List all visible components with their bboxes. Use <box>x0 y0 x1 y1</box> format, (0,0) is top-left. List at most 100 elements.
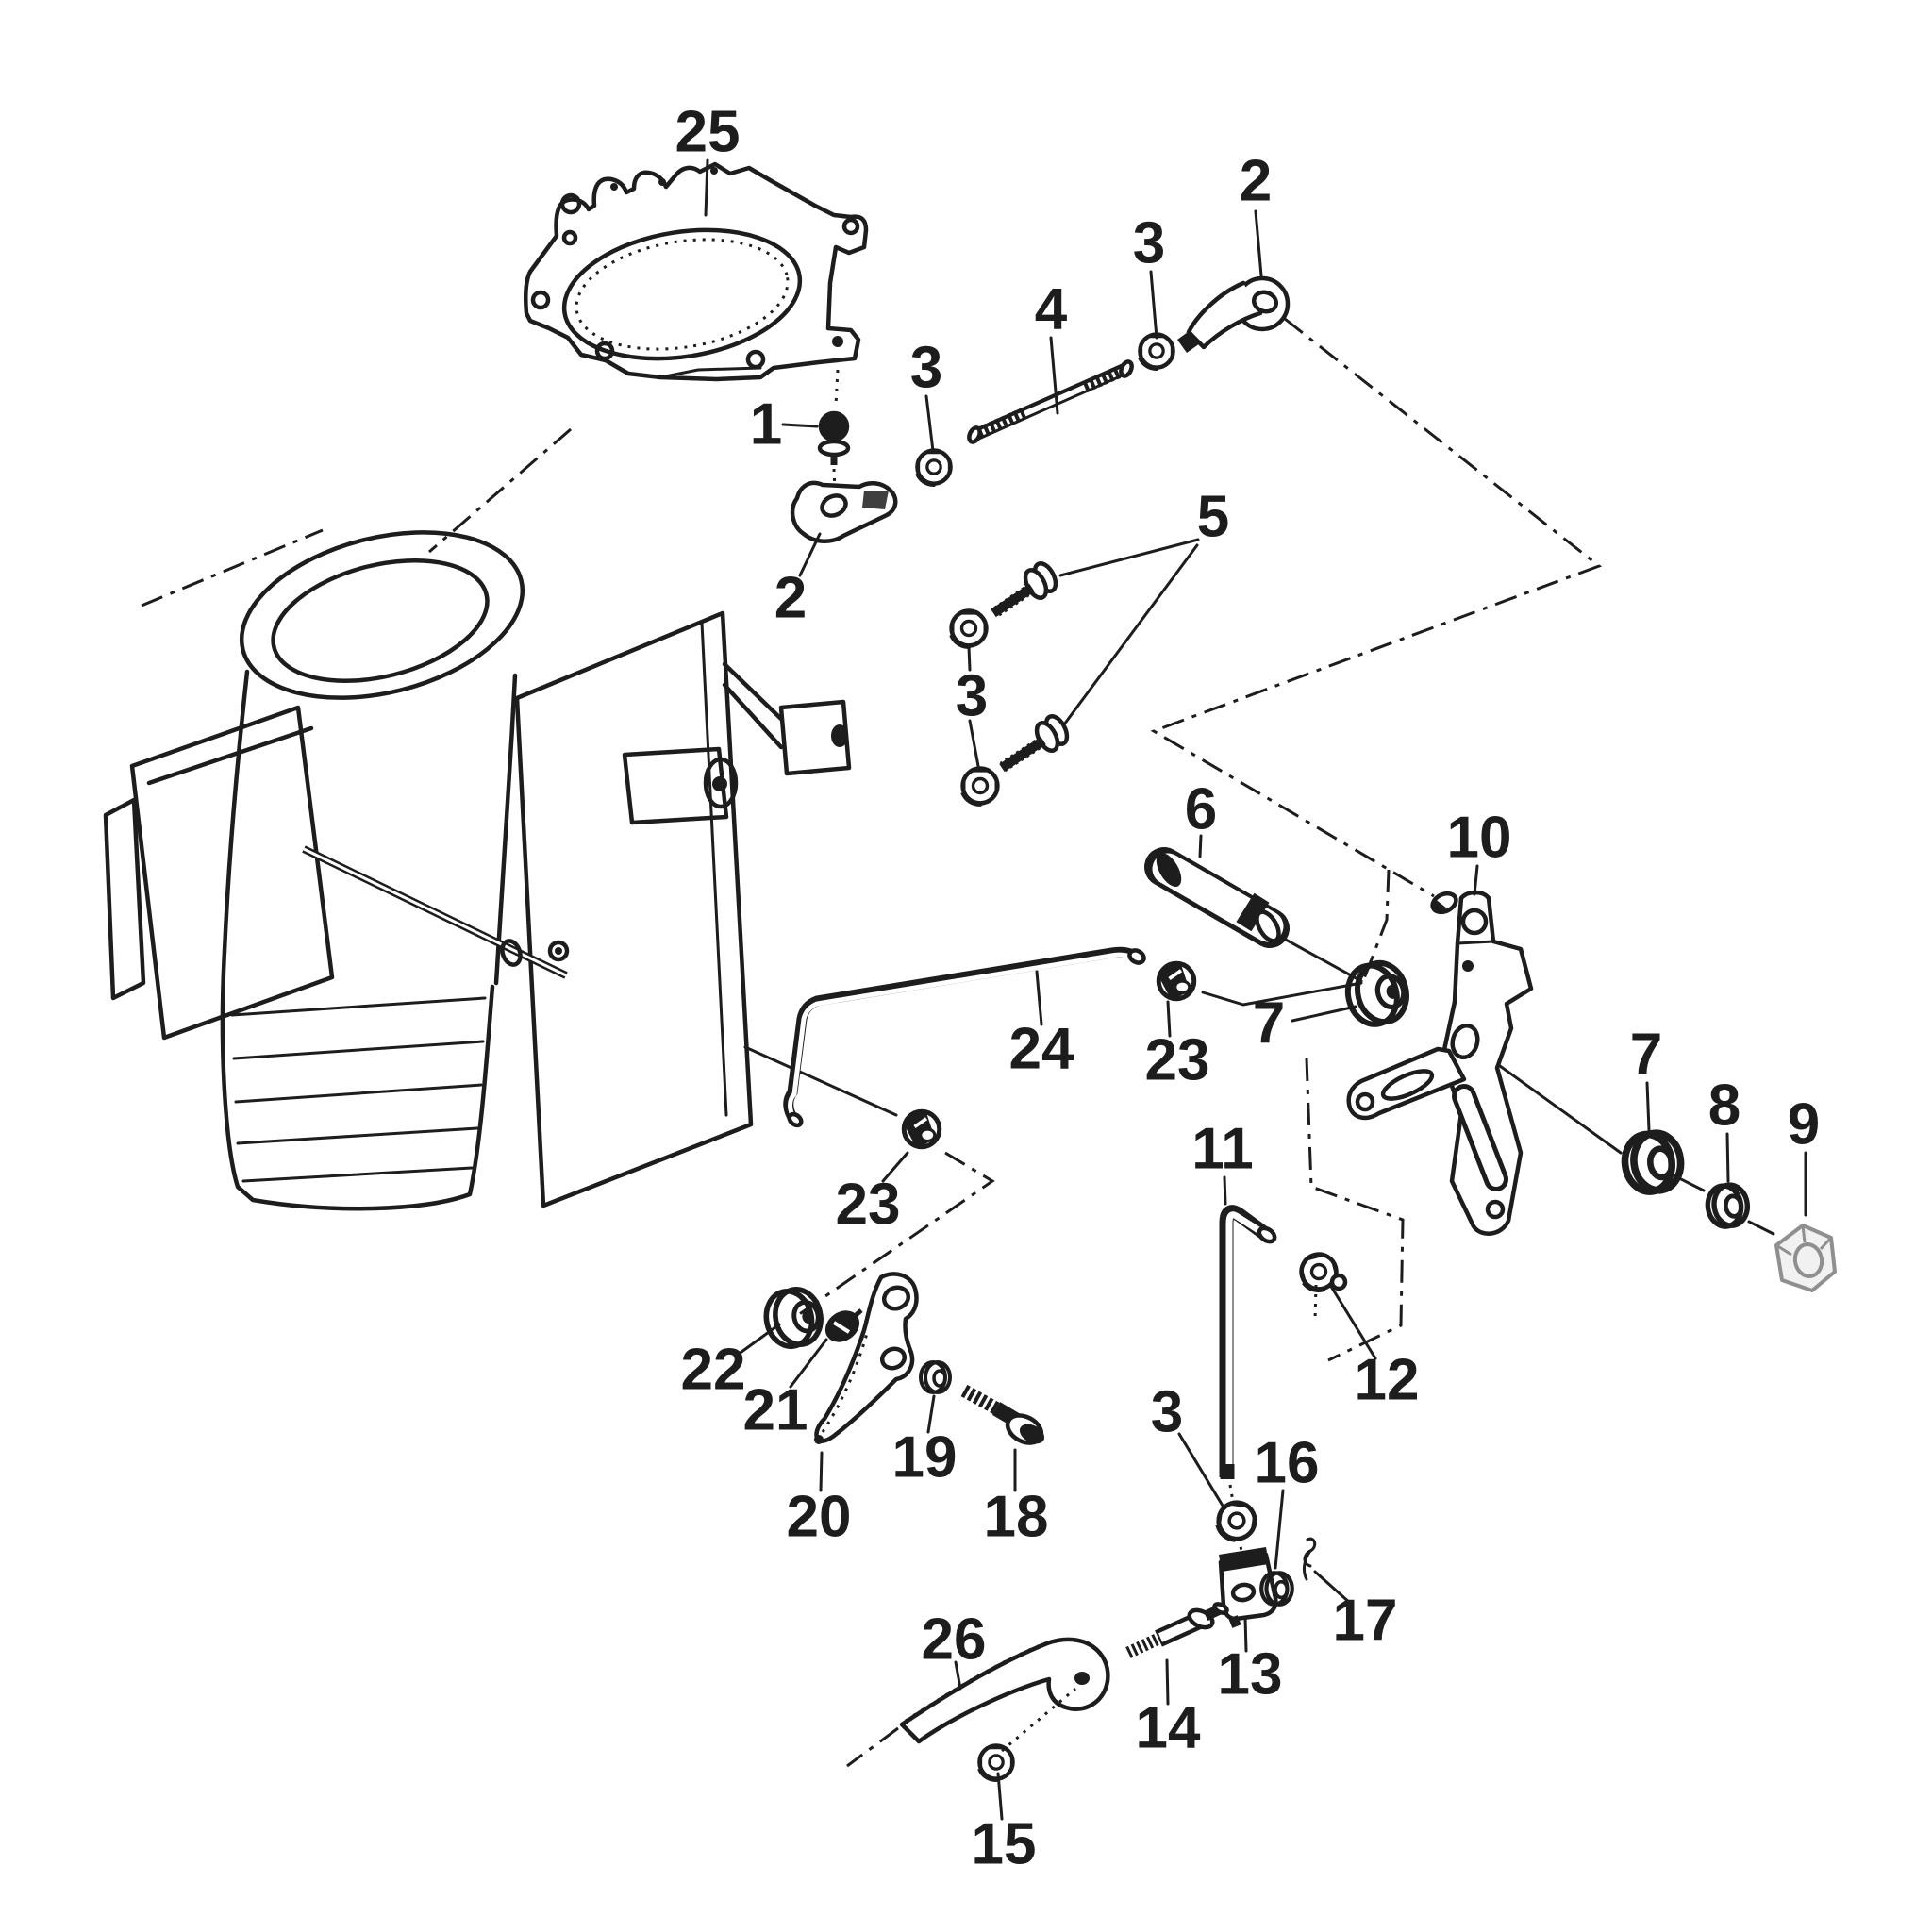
leader-line <box>789 1338 828 1389</box>
callout-25-0: 25 <box>675 100 741 217</box>
callout-2-1: 2 <box>1240 149 1272 277</box>
leader-line <box>1049 336 1059 415</box>
leader-line <box>819 1451 824 1492</box>
part-number-label: 10 <box>1447 806 1512 871</box>
washer-7-right <box>1622 1130 1685 1194</box>
part-number-label: 3 <box>910 336 942 401</box>
part-number-label: 1 <box>750 392 782 458</box>
throttle-lever-20 <box>814 1272 919 1444</box>
locknut-3-a <box>1138 334 1173 371</box>
callout-12-19: 12 <box>1328 1283 1420 1413</box>
bent-rod-11 <box>1219 1205 1277 1503</box>
pin-21 <box>824 1308 863 1342</box>
part-number-label: 3 <box>1151 1380 1183 1445</box>
leader-line <box>924 394 935 453</box>
part-number-label: 8 <box>1708 1074 1740 1139</box>
callout-3-5: 3 <box>910 336 942 453</box>
part-number-label: 17 <box>1333 1589 1398 1654</box>
part-number-label: 12 <box>1355 1348 1420 1413</box>
part-number-label: 18 <box>984 1485 1049 1550</box>
part-number-label: 7 <box>1630 1023 1662 1088</box>
callout-7-14: 7 <box>1630 1023 1662 1132</box>
locknut-3-d <box>960 769 997 807</box>
ball-joint-2-lower <box>790 480 898 543</box>
leader-line <box>781 423 819 428</box>
part-number-label: 2 <box>774 566 807 631</box>
part-number-label: 19 <box>892 1425 958 1491</box>
leader-line <box>926 1394 936 1434</box>
part-number-label: 11 <box>1191 1117 1254 1182</box>
cotter-pin-17 <box>1302 1537 1317 1581</box>
part-number-label: 14 <box>1136 1696 1201 1761</box>
ball-joint-2-upper <box>1177 275 1291 353</box>
part-number-label: 6 <box>1185 777 1217 842</box>
callout-26-30: 26 <box>922 1607 986 1690</box>
leader-line <box>1274 1489 1285 1570</box>
part-number-label: 20 <box>787 1485 852 1550</box>
washer-19 <box>919 1360 952 1394</box>
pivot-bolt-14 <box>1125 1602 1229 1658</box>
leader-line <box>1198 834 1203 858</box>
nut-9-faded <box>1774 1224 1837 1292</box>
leader-line <box>967 645 972 672</box>
callout-1-4: 1 <box>750 392 819 458</box>
swivel-joint-13 <box>1218 1537 1278 1628</box>
grommet-7-left <box>1341 958 1413 1030</box>
leader-line <box>1254 209 1263 277</box>
callout-3-25: 3 <box>1151 1380 1224 1507</box>
part-number-label: 22 <box>681 1338 746 1403</box>
locknut-3-e <box>1213 1500 1257 1544</box>
callout-8-15: 8 <box>1708 1074 1740 1183</box>
part-number-label: 25 <box>675 100 741 165</box>
callout-2-6: 2 <box>774 532 822 631</box>
leader-line <box>1062 543 1199 726</box>
bolt-1 <box>817 369 851 491</box>
part-number-label: 15 <box>972 1812 1037 1877</box>
engine-block <box>103 530 852 1211</box>
callout-11-17: 11 <box>1191 1117 1254 1206</box>
callout-21-21: 21 <box>743 1338 828 1443</box>
callout-9-16: 9 <box>1788 1092 1820 1217</box>
washer-8 <box>1706 1183 1750 1229</box>
leader-line <box>1328 1283 1377 1360</box>
leader-line <box>1243 1615 1248 1653</box>
leader-line <box>1177 1432 1224 1507</box>
leader-line <box>1473 864 1479 896</box>
callout-7-11: 7 <box>1253 991 1357 1057</box>
part-number-label: 21 <box>743 1378 808 1443</box>
part-number-label: 23 <box>836 1173 901 1238</box>
callout-19-23: 19 <box>892 1394 958 1491</box>
callout-14-29: 14 <box>1136 1658 1201 1761</box>
leader-line <box>1058 538 1200 577</box>
callout-24-12: 24 <box>1009 970 1074 1082</box>
part-number-label: 3 <box>1133 211 1165 276</box>
callout-10-10: 10 <box>1447 806 1512 896</box>
part-number-label: 16 <box>1255 1431 1320 1496</box>
callout-16-26: 16 <box>1255 1431 1320 1570</box>
callout-5-7: 5 <box>1058 485 1229 726</box>
part-number-label: 9 <box>1788 1092 1820 1158</box>
leader-line <box>798 532 822 577</box>
leader-line <box>1725 1132 1730 1183</box>
leader-line <box>881 1151 909 1183</box>
part-number-label: 7 <box>1253 991 1285 1057</box>
control-bracket-10 <box>1346 890 1534 1236</box>
grommet-22 <box>761 1285 825 1350</box>
callout-4-3: 4 <box>1035 277 1068 415</box>
engine-stud <box>547 940 570 962</box>
leader-line <box>704 158 709 217</box>
callout-18-24: 18 <box>984 1448 1049 1550</box>
leader-line <box>1291 1005 1357 1023</box>
part-number-label: 3 <box>956 664 988 729</box>
callout-3-2: 3 <box>1133 211 1165 340</box>
part-number-label: 13 <box>1218 1642 1283 1707</box>
leader-line <box>1165 1658 1170 1706</box>
callout-15-31: 15 <box>972 1772 1037 1877</box>
part-number-label: 2 <box>1240 149 1272 214</box>
part-number-label: 4 <box>1035 277 1068 342</box>
callout-22-20: 22 <box>681 1323 781 1403</box>
part-number-label: 5 <box>1197 485 1229 550</box>
part-number-label: 24 <box>1009 1017 1074 1082</box>
